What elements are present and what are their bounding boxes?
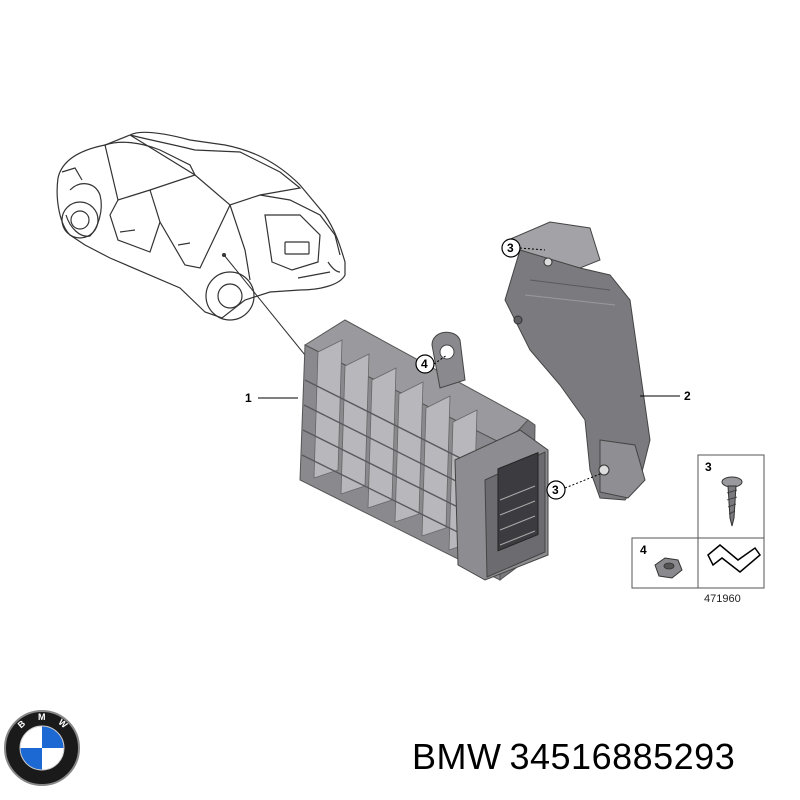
legend-ref-box	[697, 537, 765, 589]
location-dot	[222, 253, 226, 257]
nut-icon	[654, 557, 683, 579]
caption-part-number: 34516885293	[509, 736, 736, 777]
diagram-ref-number: 471960	[704, 593, 741, 605]
callout-part-1: 1	[245, 391, 298, 405]
callout-4-label: 4	[421, 357, 428, 371]
bmw-logo-icon: B M W	[4, 710, 80, 786]
callout-3-top-label: 3	[507, 241, 514, 255]
svg-text:M: M	[38, 712, 46, 722]
callout-nut: 4	[415, 354, 448, 374]
bracket-illustration	[504, 221, 651, 501]
callout-3-bottom-label: 3	[552, 483, 559, 497]
legend-nut-label: 4	[640, 543, 647, 557]
leader-car-to-unit	[223, 254, 306, 356]
callout-1-label: 1	[245, 391, 252, 405]
callout-part-2: 2	[640, 389, 691, 403]
car-outline-illustration	[56, 131, 346, 321]
control-unit-illustration	[299, 319, 549, 582]
screw-icon	[721, 476, 743, 527]
legend-screw-label: 3	[705, 460, 712, 474]
arrow-symbol-icon	[707, 544, 762, 573]
callout-screw-top: 3	[501, 238, 546, 258]
svg-text:B: B	[16, 718, 28, 730]
caption-brand: BMW	[412, 736, 502, 777]
legend-nut-box: 4	[631, 537, 699, 589]
callout-screw-bottom: 3	[546, 473, 601, 500]
legend-screw-box: 3	[697, 454, 765, 539]
callout-2-label: 2	[684, 389, 691, 403]
